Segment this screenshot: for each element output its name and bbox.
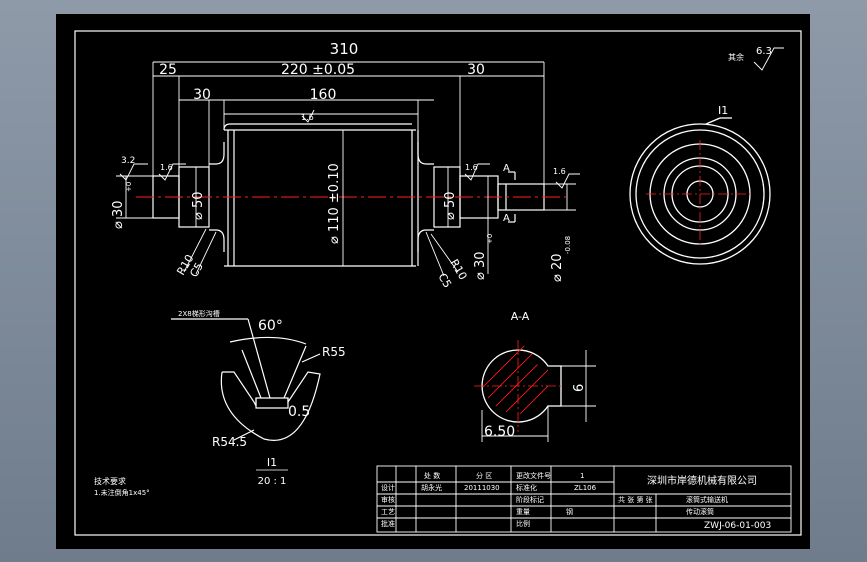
dim-dia-step-left: ⌀ 50: [191, 191, 206, 220]
tb-designer: 胡永光: [421, 483, 442, 492]
dim-dia-shaft-right: ⌀ 30: [473, 251, 488, 280]
groove-detail-title: I1: [267, 456, 277, 469]
notes-line1: 1.未注倒角1x45°: [94, 488, 150, 497]
roughness-symbols: [119, 47, 784, 189]
section-arrow-bottom: A: [503, 213, 510, 224]
tb-date: 20111030: [464, 484, 500, 492]
tb-craft-label: 工艺: [381, 508, 395, 516]
section-depth: 6.50: [484, 424, 515, 440]
section-width: 6: [572, 384, 587, 392]
dim-chamfer-left: C5: [187, 260, 206, 279]
dimension-lines: [116, 61, 576, 277]
tb-stage-label: 阶段标记: [516, 495, 544, 504]
tb-material: 钢: [566, 507, 573, 516]
tb-part-sub: 传动滚筒: [686, 507, 714, 516]
tb-company: 深圳市岸德机械有限公司: [647, 474, 757, 487]
groove-angle: 60°: [258, 318, 283, 334]
end-view-label: I1: [718, 104, 728, 117]
groove-note: 2X8梯形沟槽: [178, 309, 220, 318]
tb-ratio-label: 比例: [516, 519, 530, 528]
dim-left-step: 25: [159, 62, 177, 78]
tb-sheet-info: 共 张 第 张: [618, 495, 653, 504]
groove-radius-outer: R55: [322, 345, 346, 359]
cad-drawing: A A: [74, 30, 802, 536]
dim-dia-shaft-left-tol: +0: [125, 182, 133, 192]
tb-designer-label: 设计: [381, 483, 395, 492]
tb-ratio: ZL106: [574, 484, 597, 492]
tb-std-label: 标准化: [516, 483, 537, 492]
tb-weight-label: 重量: [516, 508, 530, 516]
dim-dia-key-tol: -0.08: [564, 236, 572, 254]
tb-drawing-no: ZWJ-06-01-003: [704, 521, 771, 531]
dim-dia-shaft-right-tol: +0: [486, 234, 494, 244]
section-arrow-top: A: [503, 163, 510, 174]
dim-dia-barrel: ⌀ 110 ±0.10: [327, 163, 342, 244]
dim-center: 220 ±0.05: [281, 62, 355, 78]
section-title: A-A: [511, 310, 530, 323]
groove-depth: 0.5: [288, 404, 310, 420]
dim-chamfer-right: C5: [435, 271, 454, 290]
roughness-other-label: 其余: [728, 52, 744, 62]
tb-approve-label: 批准: [381, 519, 395, 528]
dim-right-step: 30: [467, 62, 485, 78]
roughness-left: 3.2: [121, 156, 135, 166]
groove-detail-scale: 20 : 1: [258, 476, 287, 487]
title-block: [376, 465, 792, 533]
tb-header-2: 分 区: [476, 471, 492, 480]
dim-left-shoulder: 30: [193, 87, 211, 103]
tb-check-label: 审核: [381, 495, 395, 504]
finish-left: 1.6: [160, 163, 173, 172]
dim-dia-shaft-left: ⌀ 30: [111, 200, 126, 229]
dim-total: 310: [330, 40, 359, 58]
tb-qty: 1: [580, 472, 584, 480]
groove-radius-inner: R54.5: [212, 435, 247, 449]
dim-dia-key: ⌀ 20: [550, 253, 565, 282]
roughness-other-value: 6.3: [756, 46, 772, 57]
tb-part-name: 滚筒式输送机: [686, 495, 728, 504]
finish-key: 1.6: [553, 167, 566, 176]
tb-header-1: 处 数: [424, 471, 440, 480]
dim-dia-step-right: ⌀ 50: [443, 191, 458, 220]
drawing-frame: [74, 30, 802, 536]
drawing-sheet: A A: [56, 14, 810, 549]
tb-header-3: 更改文件号: [516, 471, 551, 480]
finish-top: 1.6: [301, 113, 314, 122]
groove-detail: [171, 318, 321, 441]
notes-title: 技术要求: [94, 476, 126, 486]
dim-barrel: 160: [310, 87, 337, 103]
finish-right: 1.6: [465, 163, 478, 172]
